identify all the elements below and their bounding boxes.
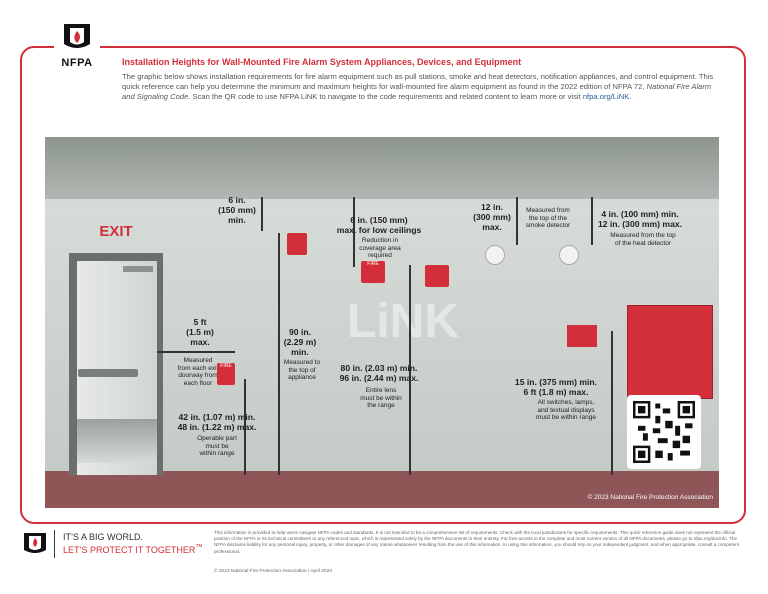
- disclaimer-text: This information is provided to help use…: [214, 530, 739, 554]
- floor: [45, 471, 719, 508]
- link-watermark: LiNK: [347, 295, 459, 348]
- smoke-detector: [485, 245, 505, 265]
- tagline-tm: ™: [195, 542, 203, 551]
- intro-code-title: National Fire Alarm and Signaling Code: [122, 82, 712, 102]
- content-frame: [20, 46, 746, 524]
- strobe-ceiling-line: [261, 197, 263, 231]
- intro-text-1: The graphic below shows installation req…: [122, 72, 714, 92]
- flame-shield-icon: [64, 24, 90, 48]
- nfpa-link[interactable]: nfpa.org/LiNK: [582, 92, 630, 102]
- smoke-value: 12 in.(300 mm)max.: [473, 202, 511, 232]
- intro-paragraph: The graphic below shows installation req…: [122, 72, 714, 102]
- smoke-line: [516, 197, 518, 245]
- panel-range-line: [611, 331, 613, 475]
- strobe-label: FIRE: [367, 261, 379, 267]
- qr-code[interactable]: [627, 395, 701, 469]
- tagline-line-2: LET’S PROTECT IT TOGETHER: [63, 545, 196, 555]
- kick-plate: [77, 419, 157, 463]
- flame-shield-icon: [24, 533, 46, 553]
- nfpa-logo: NFPA: [54, 20, 100, 72]
- pull-range-line: [244, 379, 246, 475]
- footer-divider: [54, 530, 55, 558]
- door-closer: [123, 266, 153, 272]
- strobe-ceiling-value: 6 in.(150 mm)min.: [218, 195, 256, 225]
- panel-range-value: 15 in. (375 mm) min.6 ft (1.8 m) max.: [514, 377, 598, 397]
- exit-sign: EXIT: [99, 223, 133, 240]
- intro-text-3: to navigate to the code requirements and…: [317, 92, 583, 102]
- panel-range-note: All switches, lamps,and textual displays…: [536, 399, 596, 422]
- publication-date: © 2023 National Fire Protection Associat…: [214, 569, 332, 574]
- pull-range-value: 42 in. (1.07 m) min.48 in. (1.22 m) max.: [177, 412, 257, 432]
- strobe-low-ceiling: FIRE: [361, 261, 385, 283]
- pull-label: FIRE: [220, 363, 232, 369]
- annunciator-panel: [567, 325, 597, 347]
- low-ceiling-line: [353, 197, 355, 267]
- panic-bar: [78, 369, 138, 377]
- heat-detector: [559, 245, 579, 265]
- intro-end: .: [629, 92, 632, 102]
- strobe-height-line: [278, 233, 280, 475]
- copyright-notice: © 2023 National Fire Protection Associat…: [587, 494, 713, 501]
- lens-range-line: [409, 265, 411, 475]
- pull-station-left: FIRE: [217, 363, 235, 385]
- wall-strobe: [287, 233, 307, 255]
- intro-text-2: . Scan the QR code to use NFPA LiNK: [188, 92, 318, 102]
- footer-logo: [22, 532, 48, 560]
- fire-alarm-control-panel: [627, 305, 713, 399]
- heat-value: 4 in. (100 mm) min.12 in. (300 mm) max.: [597, 209, 683, 229]
- strobe-height-value: 90 in.(2.29 m)min.: [283, 327, 317, 357]
- logo-text: NFPA: [61, 57, 93, 69]
- page-title: Installation Heights for Wall-Mounted Fi…: [122, 57, 522, 67]
- door-distance-line: [157, 351, 235, 353]
- ceiling-trim: [45, 199, 719, 207]
- lens-range-value: 80 in. (2.03 m) min.96 in. (2.44 m) max.: [339, 363, 419, 383]
- low-ceiling-value: 6 in. (150 mm)max. for low ceilings: [336, 215, 422, 235]
- heat-line: [591, 197, 593, 245]
- door-distance-value: 5 ft(1.5 m)max.: [186, 317, 214, 347]
- strobe-standard: [425, 265, 449, 287]
- tagline: IT’S A BIG WORLD. LET’S PROTECT IT TOGETH…: [63, 532, 203, 555]
- ceiling: [45, 137, 719, 203]
- qr-code-icon: [633, 401, 695, 463]
- tagline-line-1: IT’S A BIG WORLD.: [63, 532, 144, 542]
